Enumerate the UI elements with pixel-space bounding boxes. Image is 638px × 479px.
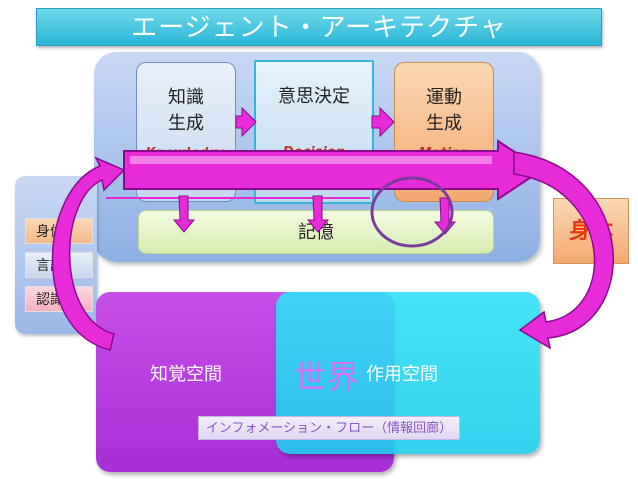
- decision-label: 意思決定: [278, 86, 350, 107]
- main-flow-arrow: [123, 139, 544, 201]
- arrow-down-2: [306, 195, 330, 233]
- world-label: 世界: [294, 358, 361, 396]
- main-flow-highlight: [130, 156, 492, 164]
- motion-label-line2: 生成: [426, 113, 462, 134]
- knowledge-label-line1: 知識: [168, 87, 204, 108]
- arrow-knowledge-to-decision: [235, 106, 257, 138]
- arrow-decision-to-motion: [371, 106, 395, 138]
- right-curved-arrow: [513, 151, 614, 350]
- knowledge-label-line2: 生成: [168, 113, 204, 134]
- motion-highlight-circle: [370, 176, 454, 248]
- arrow-down-1: [172, 195, 196, 233]
- left-curved-arrow: [51, 156, 126, 351]
- page-title: エージェント・アーキテクチャ: [36, 8, 602, 46]
- perception-space-label: 知覚空間: [150, 364, 222, 385]
- information-flow-label: インフォメーション・フロー（情報回廊）: [198, 416, 460, 440]
- motion-label-line1: 運動: [426, 87, 462, 108]
- action-space-label: 作用空間: [366, 364, 438, 385]
